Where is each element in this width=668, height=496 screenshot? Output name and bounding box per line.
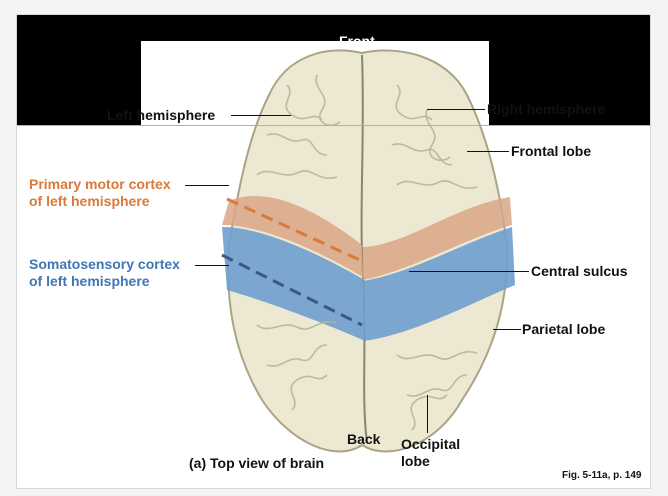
redaction-block-left: [17, 41, 141, 125]
motor-cortex-band-right: [363, 197, 512, 280]
divider-line: [17, 125, 650, 126]
sensory-cortex-band: [222, 227, 363, 340]
label-back: Back: [347, 431, 381, 447]
label-somatosensory-cortex-sub: of left hemisphere: [29, 273, 150, 289]
motor-cortex-band: [222, 196, 363, 277]
label-occipital-lobe: Occipital: [401, 436, 461, 452]
slide: Front Left hemisphere Right hemisphere F…: [16, 14, 651, 489]
label-frontal-lobe: Frontal lobe: [511, 143, 592, 159]
figure-caption: (a) Top view of brain: [189, 455, 325, 471]
label-primary-motor-cortex-sub: of left hemisphere: [29, 193, 150, 209]
label-primary-motor-cortex: Primary motor cortex: [29, 176, 171, 192]
label-somatosensory-cortex: Somatosensory cortex: [29, 256, 180, 272]
label-right-hemisphere: Right hemisphere: [487, 101, 606, 117]
leader-somatosensory-cortex: [195, 265, 229, 266]
leader-right-hemisphere: [427, 109, 485, 110]
label-occipital-lobe-sub: lobe: [401, 453, 430, 469]
sensory-cortex-band-right: [363, 227, 515, 341]
longitudinal-fissure: [360, 54, 368, 444]
gyri-pattern: [256, 74, 478, 431]
leader-parietal-lobe: [493, 329, 521, 330]
figure-reference: Fig. 5-11a, p. 149: [562, 470, 642, 481]
leader-occipital-lobe: [427, 395, 428, 433]
leader-motor-cortex: [185, 185, 229, 186]
redaction-bar-top: [17, 15, 650, 41]
leader-central-sulcus: [409, 271, 529, 272]
leader-frontal-lobe: [467, 151, 509, 152]
leader-left-hemisphere: [231, 115, 291, 116]
redaction-block-right: [489, 41, 650, 125]
motor-dashed-line: [226, 197, 363, 263]
label-central-sulcus: Central sulcus: [531, 263, 628, 279]
label-front: Front: [339, 33, 375, 49]
sensory-dashed-line: [221, 253, 363, 327]
label-left-hemisphere: Left hemisphere: [107, 107, 216, 123]
brain-illustration: [221, 49, 515, 453]
label-parietal-lobe: Parietal lobe: [522, 321, 606, 337]
